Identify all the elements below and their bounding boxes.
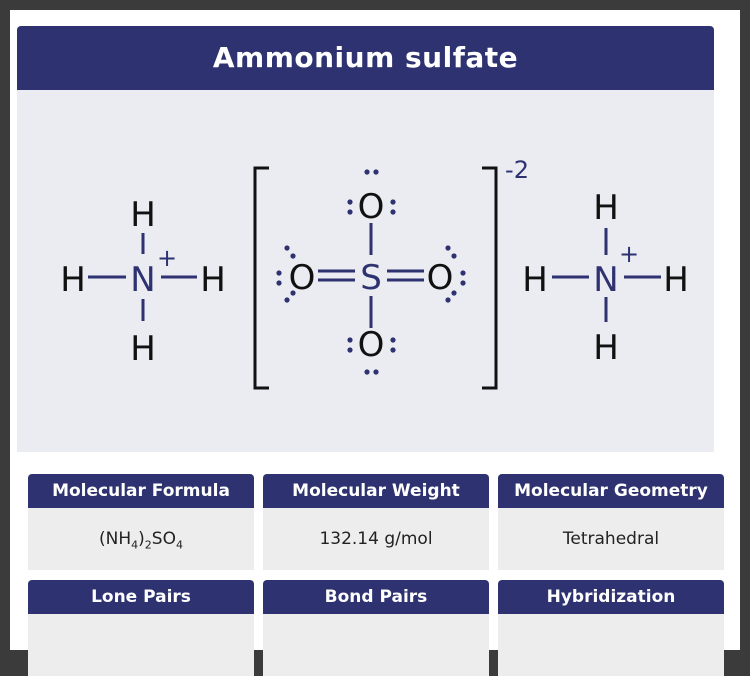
property-value <box>28 614 254 676</box>
right-atom-left: H <box>522 260 548 300</box>
property-tile-molecular-formula: Molecular Formula (NH4)2SO4 <box>28 474 254 570</box>
property-label: Lone Pairs <box>28 580 254 614</box>
right-atom-top: H <box>593 188 619 228</box>
left-atom-top: H <box>130 195 156 235</box>
property-tile-hybridization: Hybridization <box>498 580 724 676</box>
property-label: Molecular Formula <box>28 474 254 508</box>
sulfate-atom-top: O <box>358 187 385 227</box>
property-label: Bond Pairs <box>263 580 489 614</box>
sulfate-atom-right: O <box>427 258 454 298</box>
lewis-structure-diagram: H H N H H + -2 O O S O O <box>17 90 714 452</box>
left-atom-left: H <box>60 260 86 300</box>
bracket-right <box>482 166 498 390</box>
right-atom-center: N <box>593 260 618 300</box>
right-atom-bottom: H <box>593 328 619 368</box>
property-value <box>263 614 489 676</box>
left-atom-right: H <box>200 260 226 300</box>
property-value: 132.14 g/mol <box>263 508 489 570</box>
bracket-left <box>253 166 269 390</box>
property-tile-lone-pairs: Lone Pairs <box>28 580 254 676</box>
property-tile-bond-pairs: Bond Pairs <box>263 580 489 676</box>
property-label: Molecular Weight <box>263 474 489 508</box>
page-title: Ammonium sulfate <box>17 26 714 90</box>
sulfate-charge: -2 <box>505 156 529 184</box>
left-atom-center: N <box>130 260 155 300</box>
right-charge: + <box>619 240 639 268</box>
property-label: Hybridization <box>498 580 724 614</box>
left-atom-bottom: H <box>130 329 156 369</box>
lewis-structure-svg: H H N H H + -2 O O S O O <box>60 156 689 390</box>
property-tile-molecular-weight: Molecular Weight 132.14 g/mol <box>263 474 489 570</box>
sulfate-atom-center: S <box>360 258 382 298</box>
left-charge: + <box>157 244 177 272</box>
property-value <box>498 614 724 676</box>
property-value: Tetrahedral <box>498 508 724 570</box>
right-atom-right: H <box>663 260 689 300</box>
sulfate-atom-bottom: O <box>358 325 385 365</box>
property-label: Molecular Geometry <box>498 474 724 508</box>
lone-pair-dots <box>276 169 466 375</box>
property-tile-molecular-geometry: Molecular Geometry Tetrahedral <box>498 474 724 570</box>
property-value-formula: (NH4)2SO4 <box>28 508 254 570</box>
